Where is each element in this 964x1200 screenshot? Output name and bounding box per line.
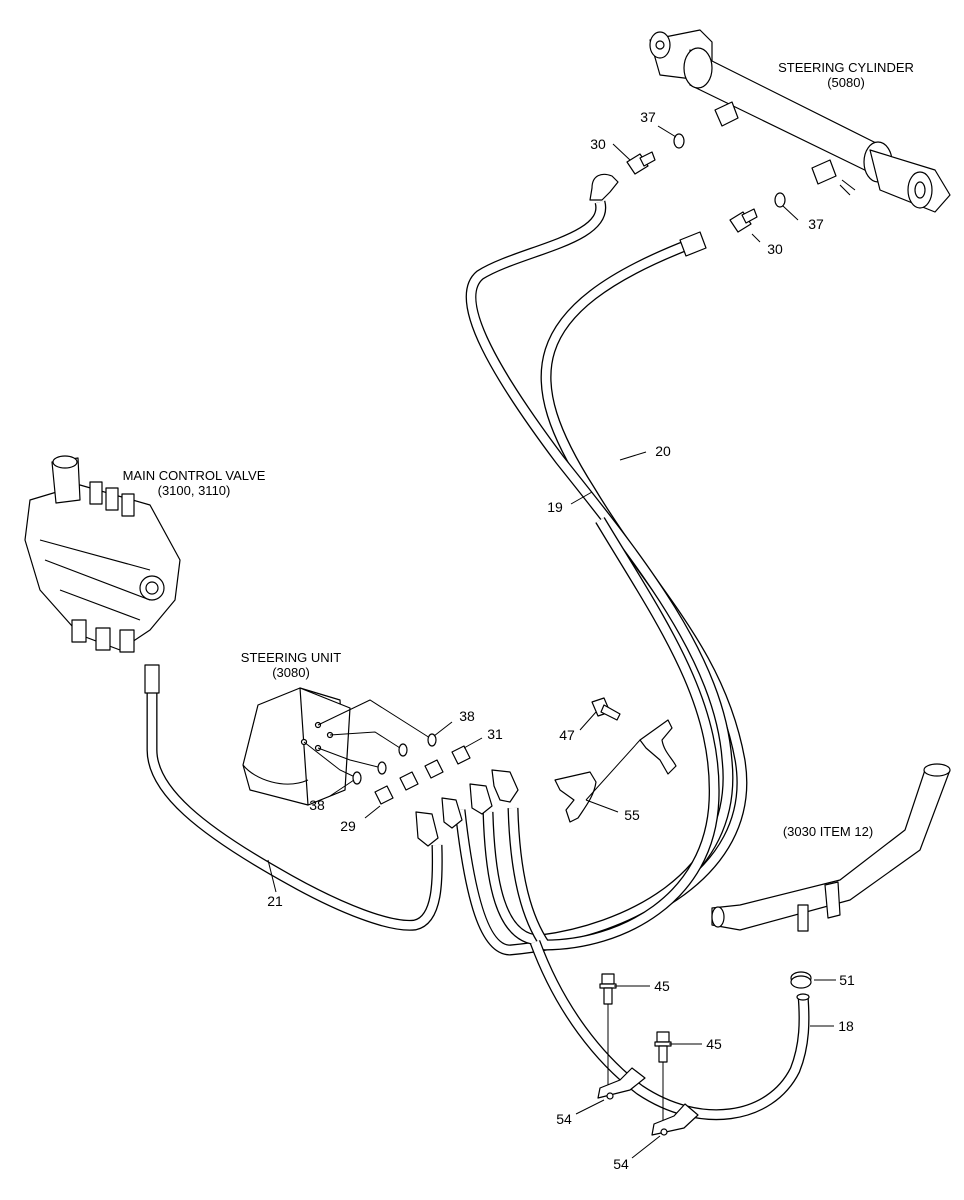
svg-text:(5080): (5080)	[827, 75, 865, 90]
clip-55-upper	[639, 719, 677, 775]
bolt-47	[591, 697, 621, 721]
steering-cylinder	[649, 29, 951, 213]
fitting-30-upper	[626, 151, 656, 175]
svg-text:MAIN CONTROL VALVE: MAIN CONTROL VALVE	[123, 468, 266, 483]
main-control-valve	[24, 455, 181, 694]
steering-unit-label: STEERING UNIT (3080)	[241, 650, 341, 680]
svg-text:STEERING CYLINDER: STEERING CYLINDER	[778, 60, 914, 75]
pipe-3030-label: (3030 ITEM 12)	[783, 824, 873, 839]
steering-cylinder-label: STEERING CYLINDER (5080)	[778, 60, 914, 90]
hose-21	[146, 690, 443, 931]
clamp-51	[790, 971, 812, 989]
callout-29: 29	[340, 818, 356, 834]
bolt-45-upper	[599, 973, 617, 1090]
svg-text:STEERING UNIT: STEERING UNIT	[241, 650, 341, 665]
svg-text:(3080): (3080)	[272, 665, 310, 680]
callouts: 37 30 37 30 20 19 38 31 47 38 29 55 21 4…	[267, 109, 855, 1172]
callout-45-lower: 45	[706, 1036, 722, 1052]
fitting-30-lower	[729, 208, 758, 233]
steering-unit	[242, 687, 351, 806]
callout-51: 51	[839, 972, 855, 988]
clamp-54-upper	[597, 1067, 646, 1100]
clamp-54-lower	[651, 1103, 699, 1136]
callout-19: 19	[547, 499, 563, 515]
callout-18: 18	[838, 1018, 854, 1034]
o-ring-37-upper	[673, 133, 685, 149]
callout-38-lower: 38	[309, 797, 325, 813]
callout-38-upper: 38	[459, 708, 475, 724]
hose-20	[454, 238, 748, 956]
callout-21: 21	[267, 893, 283, 909]
callout-30-upper: 30	[590, 136, 606, 152]
main-control-valve-label: MAIN CONTROL VALVE (3100, 3110)	[123, 468, 266, 498]
elbow-upper	[589, 173, 619, 201]
clip-55-lower	[554, 771, 597, 823]
steering-unit-fittings	[352, 733, 519, 847]
callout-47: 47	[559, 727, 575, 743]
hose-return	[529, 940, 810, 1121]
steering-unit-port-lines	[303, 699, 431, 779]
pipe-3030	[711, 763, 951, 932]
hose-20-end-fitting	[679, 231, 707, 257]
callout-45-upper: 45	[654, 978, 670, 994]
callout-30-lower: 30	[767, 241, 783, 257]
callout-20: 20	[655, 443, 671, 459]
bolt-45-lower	[654, 1031, 672, 1130]
leader-lines	[267, 125, 836, 1159]
callout-37-upper: 37	[640, 109, 656, 125]
hose-third	[507, 517, 720, 951]
hose-18-end	[796, 993, 810, 1001]
callout-37-lower: 37	[808, 216, 824, 232]
callout-54-lower: 54	[613, 1156, 629, 1172]
svg-text:(3100, 3110): (3100, 3110)	[158, 483, 231, 498]
callout-54-upper: 54	[556, 1111, 572, 1127]
o-ring-37-lower	[774, 192, 786, 208]
callout-55: 55	[624, 807, 640, 823]
callout-31: 31	[487, 726, 503, 742]
